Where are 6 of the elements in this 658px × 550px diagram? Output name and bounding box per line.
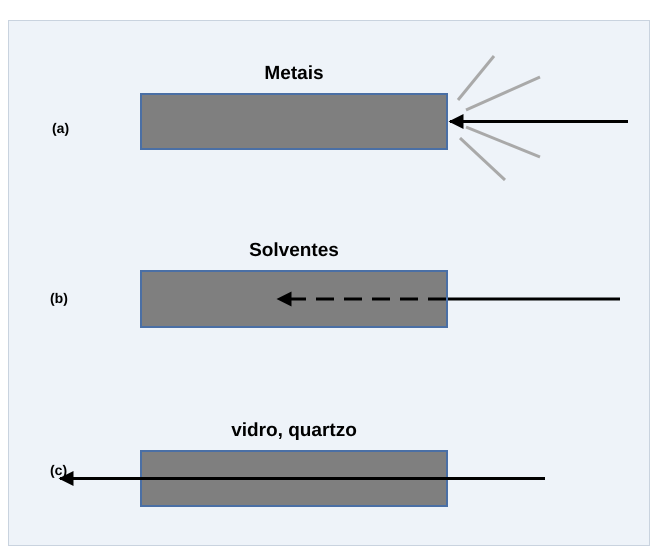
- slab-title: Solventes: [249, 240, 339, 262]
- arrow: [448, 114, 628, 129]
- panel-label: (a): [52, 120, 70, 136]
- panel-label: (b): [50, 290, 68, 306]
- slab-title: vidro, quartzo: [231, 420, 357, 442]
- slab-title: Metais: [264, 63, 324, 85]
